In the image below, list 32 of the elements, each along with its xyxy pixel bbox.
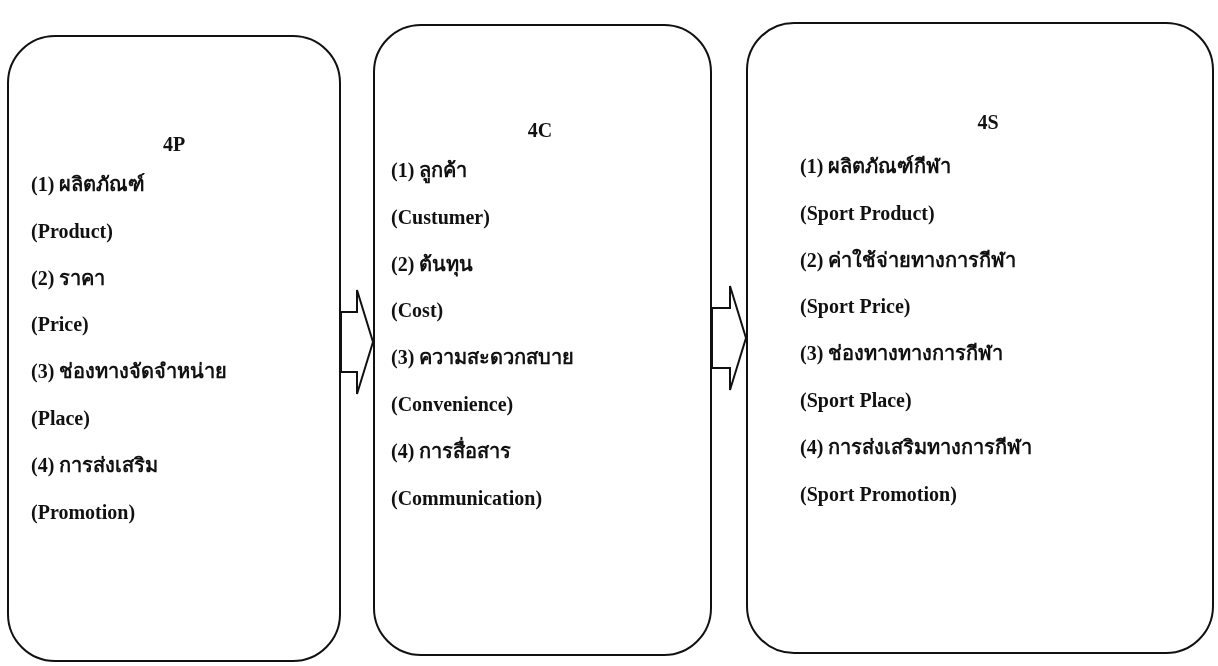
list-item: (3) ช่องทางจัดจำหน่าย — [31, 359, 228, 384]
block-arrow — [340, 289, 375, 395]
rounded-box — [7, 35, 341, 662]
list-item: (Place) — [31, 406, 90, 430]
list-item: (2) ค่าใช้จ่ายทางการกีฬา — [800, 247, 1017, 272]
list-item: (2) ราคา — [31, 265, 106, 290]
list-item: (Sport Place) — [800, 388, 912, 412]
list-item: (4) การส่งเสริมทางการกีฬา — [800, 434, 1033, 459]
list-item: (Sport Price) — [800, 294, 911, 319]
list-item: (1) ลูกค้า — [391, 158, 468, 182]
rounded-box — [746, 22, 1214, 654]
box-heading: 4C — [527, 118, 553, 142]
list-item: (Communication) — [391, 485, 543, 510]
list-item: (Sport Promotion) — [800, 481, 957, 506]
box-heading: 4S — [977, 110, 999, 134]
list-item: (4) การส่งเสริม — [31, 452, 159, 477]
list-item: (Product) — [31, 218, 113, 243]
list-item: (3) ช่องทางทางการกีฬา — [800, 341, 1004, 366]
list-item: (Custumer) — [391, 204, 490, 229]
list-item: (Convenience) — [391, 392, 514, 416]
list-item: (Sport Product) — [800, 200, 935, 225]
block-arrow — [711, 285, 748, 391]
list-item: (1) ผลิตภัณฑ์กีฬา — [800, 154, 952, 178]
list-item: (3) ความสะดวกสบาย — [391, 345, 575, 370]
list-item: (Price) — [31, 312, 89, 337]
list-item: (Promotion) — [31, 499, 136, 524]
list-item: (Cost) — [391, 298, 444, 323]
list-item: (4) การสื่อสาร — [391, 438, 512, 463]
rounded-box — [373, 24, 712, 656]
list-item: (2) ต้นทุน — [391, 251, 474, 276]
box-heading: 4P — [162, 132, 186, 156]
list-item: (1) ผลิตภัณฑ์ — [31, 172, 146, 196]
